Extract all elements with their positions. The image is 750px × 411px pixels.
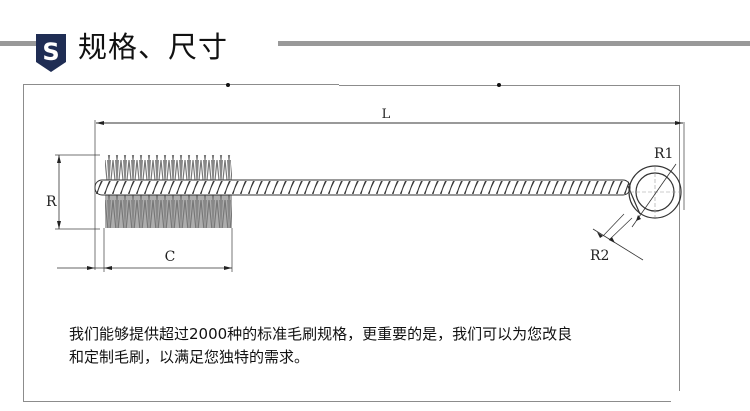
svg-text:R1: R1: [654, 146, 673, 162]
section-badge: S: [36, 34, 66, 72]
svg-text:R2: R2: [590, 248, 609, 264]
svg-text:S: S: [42, 38, 59, 66]
header-rule-right: [278, 41, 750, 46]
diagram-frame-top-right: [339, 85, 679, 86]
section-title: 规格、尺寸: [78, 30, 229, 64]
dimension-brush-radius: R: [46, 154, 100, 230]
diagram-frame-right: [679, 85, 680, 391]
twisted-wire-shaft: [94, 179, 631, 196]
wire-loop: R1 R2: [590, 146, 682, 264]
diagram-frame: [23, 84, 339, 402]
diagram-frame-bottom: [23, 401, 671, 402]
brush-bristles: [105, 155, 232, 228]
frame-corner-dot: [226, 83, 230, 87]
frame-corner-dot: [497, 83, 501, 87]
dimension-length: L: [94, 107, 685, 270]
svg-text:C: C: [165, 249, 176, 265]
svg-text:L: L: [382, 107, 391, 122]
shield-s-icon: S: [36, 34, 66, 72]
description-line-1: 我们能够提供超过2000种的标准毛刷规格，更重要的是，我们可以为您改良: [69, 325, 573, 343]
header-rule-left: [0, 41, 36, 46]
description-line-2: 和定制毛刷，以满足您独特的需求。: [69, 348, 310, 366]
description-text: 我们能够提供超过2000种的标准毛刷规格，更重要的是，我们可以为您改良 和定制毛…: [69, 323, 689, 369]
dimension-brush-length: C: [57, 228, 233, 272]
svg-text:R: R: [46, 194, 57, 210]
